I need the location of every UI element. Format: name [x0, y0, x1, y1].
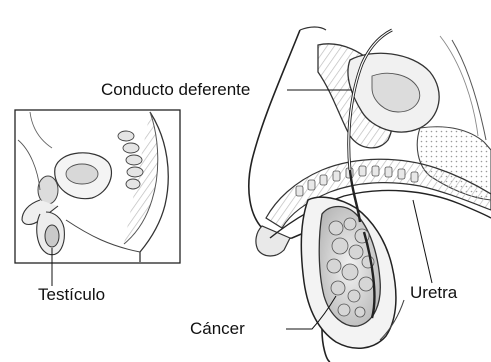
- inset-panel: [15, 110, 180, 263]
- label-cancer: Cáncer: [190, 319, 245, 339]
- label-urethra: Uretra: [410, 283, 457, 303]
- label-testicle: Testículo: [38, 285, 105, 305]
- main-anatomy: [249, 27, 491, 362]
- leader-urethra: [413, 200, 432, 283]
- label-vas-deferens: Conducto deferente: [101, 80, 250, 100]
